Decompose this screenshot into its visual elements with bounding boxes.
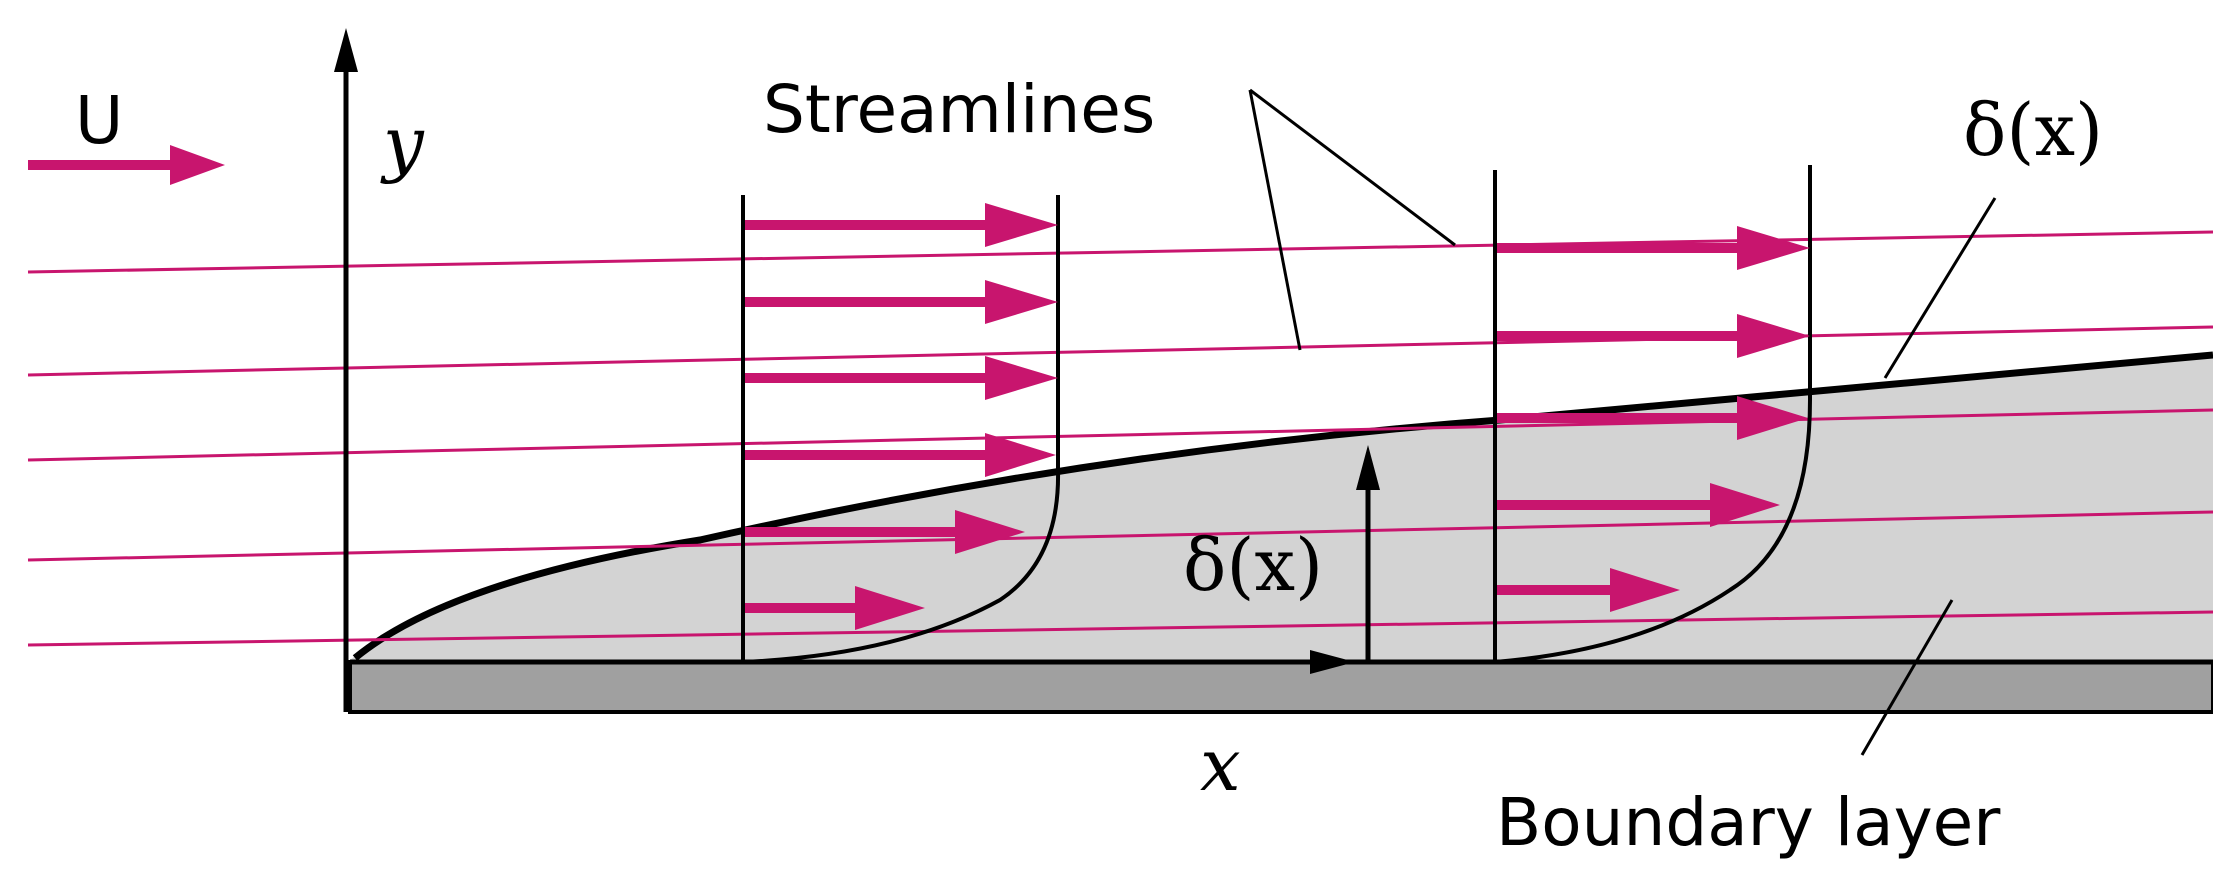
flat-plate [348,660,2213,714]
streamline-2 [27,325,2213,377]
x-axis-arrowhead [1310,650,1355,674]
boundary-layer-region [350,355,2213,660]
streamlines-label: Streamlines [763,71,1155,148]
thickness-label-mid: δ(x) [1183,523,1323,607]
velocity-profile-2 [1493,165,1812,664]
profile-2-curve [1494,165,1812,664]
profile-1-arrows [745,203,1058,630]
streamlines-leader-1 [1249,88,1456,247]
profile-1-arrow-6-head [855,586,925,630]
profile-1-arrow-2-head [985,280,1058,324]
thickness-label-top: δ(x) [1963,88,2103,172]
streamlines [27,230,2213,647]
streamline-1 [27,230,2213,274]
boundary-layer-label: Boundary layer [1496,784,2001,861]
profile-1-arrow-5-head [955,510,1025,554]
profile-2-arrow-4-head [1710,483,1780,527]
y-axis-arrowhead [334,28,358,72]
boundary-layer-edge-curve [352,351,2213,661]
x-axis-label: x [1200,723,1241,807]
y-axis-label: y [380,101,425,185]
streamline-5 [27,610,2213,647]
profile-2-arrow-1-head [1737,226,1810,270]
thickness-arrow-head [1356,445,1380,490]
profile-1-curve [742,195,1061,664]
profile-2-arrow-3-head [1737,396,1808,440]
thickness-leader-top [1883,197,1997,379]
profile-2-arrow-2-head [1737,314,1810,358]
streamlines-leader-2 [1248,89,1302,351]
profile-2-arrow-5-head [1610,568,1680,612]
boundary-layer-leader [1860,599,1954,756]
streamline-3 [27,408,2213,462]
profile-1-arrow-3-head [985,356,1058,400]
free-stream-arrowhead [170,145,225,185]
streamline-4 [27,510,2213,562]
profile-1-arrow-4-head [985,433,1056,477]
profile-2-arrows [1497,226,1810,612]
profile-1-arrow-1-head [985,203,1058,247]
free-stream-label: U [75,82,123,159]
velocity-profile-1 [741,195,1061,664]
